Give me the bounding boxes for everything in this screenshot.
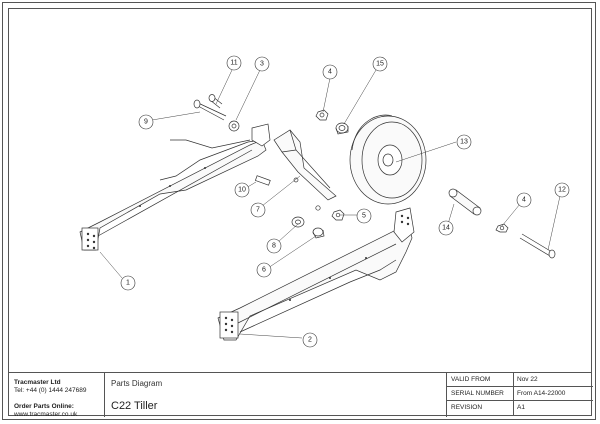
part-7-bracket xyxy=(273,129,337,201)
part-8-washer xyxy=(291,216,305,228)
part-5-nut xyxy=(331,209,345,221)
diagram-label: Parts Diagram xyxy=(111,379,163,388)
company-phone: Tel: +44 (0) 1444 247689 xyxy=(14,387,87,394)
callout-11: 11 xyxy=(230,60,237,67)
serial-number-key: SERIAL NUMBER xyxy=(451,390,504,397)
part-10-pin xyxy=(254,175,271,186)
callout-10: 10 xyxy=(238,187,246,194)
part-4-nut-upper xyxy=(315,109,329,121)
part-1-left-rail xyxy=(79,123,271,251)
revision-value: A1 xyxy=(517,404,525,411)
serial-number-value: From A14-22000 xyxy=(517,390,566,397)
callout-1: 1 xyxy=(126,280,130,287)
part-6-spacer xyxy=(312,227,325,239)
diagram-cell: Parts Diagram C22 Tiller xyxy=(104,373,446,417)
part-3-washer xyxy=(228,120,240,132)
part-11-bolt xyxy=(208,94,223,109)
callout-12: 12 xyxy=(558,187,566,194)
revision-info: VALID FROM Nov 22 SERIAL NUMBER From A14… xyxy=(446,373,593,417)
drawing-outer-frame xyxy=(2,2,596,420)
part-4-nut-right xyxy=(495,223,509,233)
revision-key: REVISION xyxy=(451,404,483,411)
title-block: Tracmaster Ltd Tel: +44 (0) 1444 247689 … xyxy=(8,372,593,419)
callout-3: 3 xyxy=(260,61,264,68)
callout-7: 7 xyxy=(256,207,260,214)
callout-2: 2 xyxy=(308,337,312,344)
callout-4-upper: 4 xyxy=(328,69,332,76)
company-website: www.tracmaster.co.uk xyxy=(14,411,78,418)
callout-9: 9 xyxy=(144,119,148,126)
part-14-spacer-tube xyxy=(448,188,482,216)
serial-number-row: SERIAL NUMBER From A14-22000 xyxy=(447,387,593,401)
callout-5: 5 xyxy=(362,213,366,220)
valid-from-key: VALID FROM xyxy=(451,376,491,383)
company-name: Tracmaster Ltd xyxy=(14,379,61,386)
part-9-bolt xyxy=(193,99,227,121)
callout-6: 6 xyxy=(262,267,266,274)
drawing-inner-frame xyxy=(8,8,592,416)
part-2-right-rail xyxy=(217,207,415,341)
part-12-axle-bolt xyxy=(519,233,556,259)
valid-from-value: Nov 22 xyxy=(517,376,538,383)
callout-8: 8 xyxy=(272,243,276,250)
part-13-wheel xyxy=(349,114,427,205)
callout-15: 15 xyxy=(376,61,384,68)
diagram-name: C22 Tiller xyxy=(111,400,158,412)
revision-row: REVISION A1 xyxy=(447,401,593,415)
company-info: Tracmaster Ltd Tel: +44 (0) 1444 247689 … xyxy=(14,379,86,419)
callout-13: 13 xyxy=(460,139,468,146)
callout-4-right: 4 xyxy=(522,197,526,204)
valid-from-row: VALID FROM Nov 22 xyxy=(447,373,593,387)
callout-14: 14 xyxy=(442,225,450,232)
order-parts-label: Order Parts Online: xyxy=(14,403,74,410)
callout-circles xyxy=(120,55,570,348)
part-15-bushing xyxy=(335,122,349,135)
